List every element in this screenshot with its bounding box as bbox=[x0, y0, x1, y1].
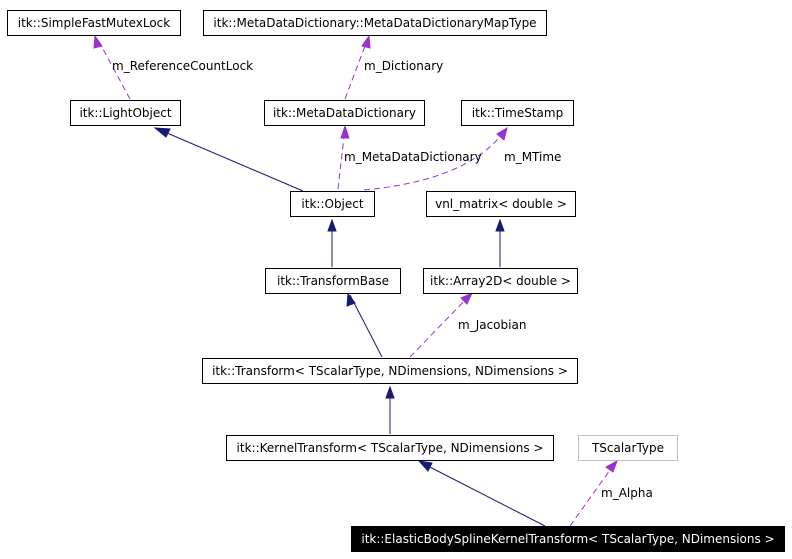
node-object[interactable]: itk::Object bbox=[290, 191, 375, 217]
edge-label-dictionary: m_Dictionary bbox=[364, 59, 444, 73]
edge-object-uses-timestamp bbox=[363, 129, 506, 191]
node-tscalar-type[interactable]: TScalarType bbox=[578, 435, 678, 461]
edge-lightobject-uses-mutexlock bbox=[96, 37, 131, 100]
arrowhead-transformbase bbox=[346, 292, 356, 307]
node-simple-fast-mutex-lock[interactable]: itk::SimpleFastMutexLock bbox=[7, 10, 181, 36]
node-transform[interactable]: itk::Transform< TScalarType, NDimensions… bbox=[202, 358, 578, 384]
node-time-stamp[interactable]: itk::TimeStamp bbox=[461, 100, 574, 126]
node-light-object[interactable]: itk::LightObject bbox=[70, 100, 181, 126]
arrowhead-kerneltransform bbox=[417, 460, 433, 472]
arrowhead-mutexlock bbox=[93, 34, 103, 49]
edge-elastic-uses-tscalartype bbox=[569, 462, 616, 527]
node-vnl-matrix[interactable]: vnl_matrix< double > bbox=[426, 191, 576, 217]
edge-label-metadata-dictionary: m_MetaDataDictionary bbox=[344, 150, 482, 164]
node-metadata-dictionary[interactable]: itk::MetaDataDictionary bbox=[264, 100, 425, 126]
arrowhead-object bbox=[327, 218, 337, 232]
edge-object-to-lightobject bbox=[159, 129, 304, 192]
node-array2d[interactable]: itk::Array2D< double > bbox=[423, 268, 578, 294]
edge-metadatadict-uses-maptype bbox=[344, 37, 369, 100]
arrowhead-vnlmatrix bbox=[495, 218, 505, 232]
arrowhead-array2d bbox=[460, 291, 474, 305]
arrowhead-transform bbox=[385, 385, 395, 399]
arrowhead-maptype bbox=[361, 34, 371, 49]
edge-transform-uses-array2d bbox=[409, 294, 471, 358]
node-kernel-transform[interactable]: itk::KernelTransform< TScalarType, NDime… bbox=[226, 435, 554, 461]
arrowhead-tscalartype bbox=[605, 459, 618, 473]
arrowhead-timestamp bbox=[496, 126, 508, 141]
edge-elastic-to-kerneltransform bbox=[421, 462, 546, 527]
node-metadata-dictionary-map-type[interactable]: itk::MetaDataDictionary::MetaDataDiction… bbox=[203, 10, 547, 36]
edge-transform-to-transformbase bbox=[349, 294, 383, 358]
edge-label-mtime: m_MTime bbox=[504, 150, 562, 164]
arrowhead-lightobject bbox=[153, 127, 171, 138]
node-elastic-body-spline-kernel-transform[interactable]: itk::ElasticBodySplineKernelTransform< T… bbox=[351, 526, 785, 552]
edge-label-alpha: m_Alpha bbox=[601, 486, 653, 500]
edge-label-reference-count-lock: m_ReferenceCountLock bbox=[112, 59, 254, 73]
node-transform-base[interactable]: itk::TransformBase bbox=[265, 268, 401, 294]
arrowhead-metadatadict bbox=[340, 124, 350, 139]
edge-label-jacobian: m_Jacobian bbox=[458, 318, 527, 332]
